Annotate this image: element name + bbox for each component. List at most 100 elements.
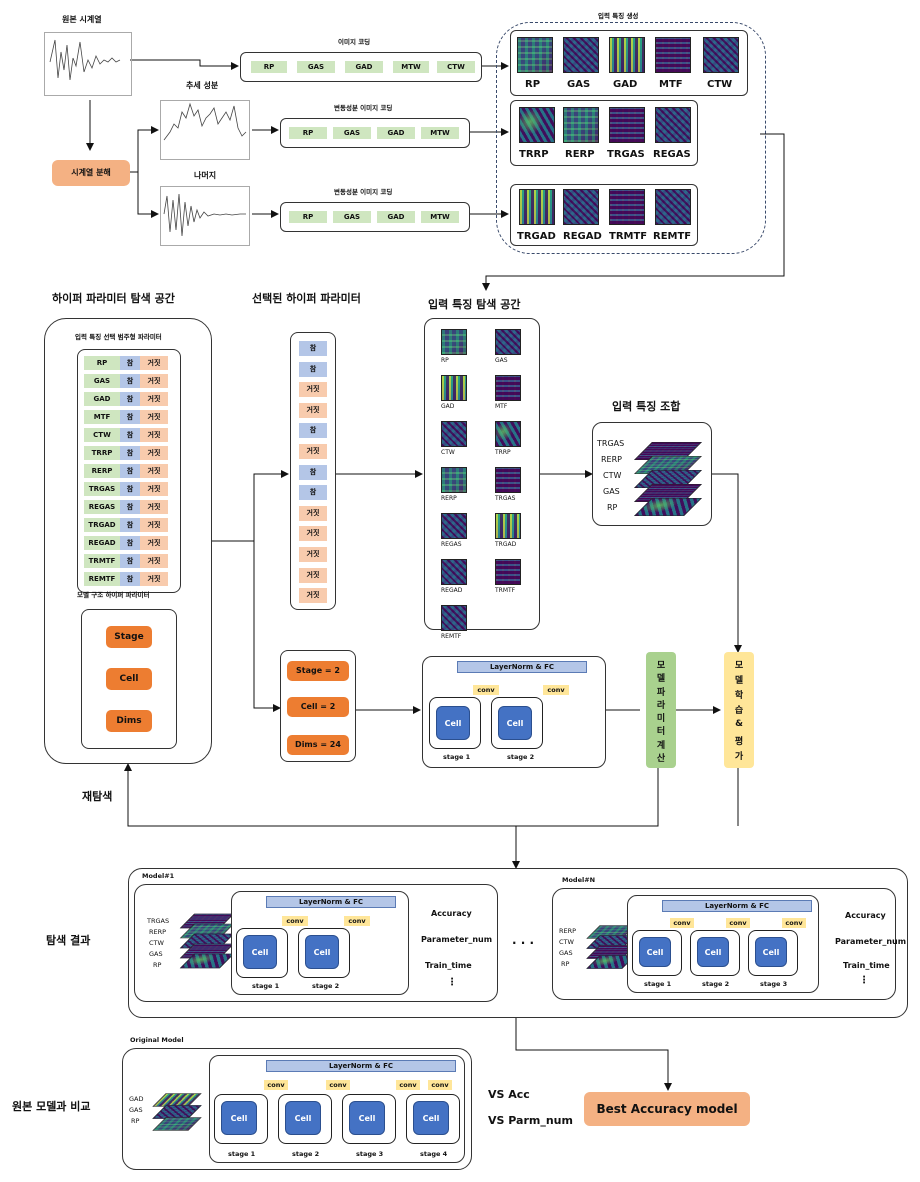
heatmap-regas	[655, 107, 691, 143]
cat-row-false: 거짓	[140, 410, 168, 424]
cat-row-true: 참	[120, 392, 140, 406]
feature-heatmap-label: RP	[441, 357, 449, 364]
selected-model-hp-box: Stage = 2 Cell = 2 Dims = 24	[280, 650, 356, 762]
stage-label: stage 2	[702, 980, 730, 988]
feat-label: RERP	[565, 149, 595, 160]
stage-wrap: Cell	[632, 930, 682, 976]
cat-row-false: 거짓	[140, 428, 168, 442]
residual-label: 나머지	[194, 171, 217, 180]
stage-label: stage 3	[356, 1150, 384, 1158]
feature-heatmap	[441, 605, 467, 631]
feature-combo-title: 입력 특징 조합	[612, 400, 681, 413]
cell-block: Cell	[639, 937, 671, 967]
conv-block: conv	[782, 918, 806, 928]
feat-label: CTW	[149, 939, 164, 947]
heatmap-gas	[563, 37, 599, 73]
feature-heatmap-label: GAS	[495, 357, 508, 364]
selected-value: 거짓	[299, 547, 327, 562]
cat-row-true: 참	[120, 536, 140, 550]
model1-arch: LayerNorm & FC conv conv Cell Cell stage…	[231, 891, 409, 995]
heatmap-remtf	[655, 189, 691, 225]
feature-heatmap-label: RERP	[441, 495, 457, 502]
feat-label: GAD	[613, 79, 638, 90]
cell-block: Cell	[285, 1101, 321, 1135]
feature-space-title: 입력 특징 탐색 공간	[428, 298, 521, 311]
vertical-char: 학	[734, 691, 744, 702]
combo-label: RP	[607, 503, 618, 512]
ellipsis: · · ·	[512, 936, 535, 950]
pill-gad: GAD	[377, 211, 415, 223]
stage-value: Stage = 2	[287, 661, 349, 681]
model-hp-box: Stage Cell Dims	[81, 609, 177, 749]
feature-heatmap	[441, 467, 467, 493]
cat-row-false: 거짓	[140, 554, 168, 568]
selected-value: 참	[299, 464, 327, 480]
feature-heatmap	[495, 375, 521, 401]
results-title: 탐색 결과	[46, 934, 91, 947]
layernorm-fc: LayerNorm & FC	[457, 661, 587, 673]
cell-param: Cell	[106, 668, 152, 690]
stage-label: stage 1	[443, 753, 471, 761]
vertical-char: 라	[656, 700, 666, 711]
cat-row-false: 거짓	[140, 446, 168, 460]
selected-value: 참	[299, 341, 327, 356]
feature-heatmap-label: TRGAD	[495, 541, 517, 548]
metric-time: Train_time	[425, 961, 472, 970]
feat-label: MTF	[659, 79, 683, 90]
vs-param: VS Parm_num	[488, 1114, 573, 1127]
image-coding-label: 이미지 코딩	[338, 38, 371, 46]
combo-label: RERP	[601, 455, 622, 464]
cell-block: Cell	[221, 1101, 257, 1135]
selected-value: 거짓	[299, 588, 327, 604]
heatmap-trgas	[609, 107, 645, 143]
cat-row-name: GAD	[84, 392, 120, 406]
heatmap-trrp	[519, 107, 555, 143]
feature-combo-box: TRGAS RERP CTW GAS RP	[592, 422, 712, 526]
metric-params: Parameter_num	[835, 937, 907, 946]
pill-rp: RP	[251, 61, 287, 73]
feature-heatmap-label: TRGAS	[495, 495, 516, 502]
selected-value: 거짓	[299, 382, 327, 398]
feature-heatmap-label: CTW	[441, 449, 455, 456]
stage-label: stage 3	[760, 980, 788, 988]
cat-row-name: RERP	[84, 464, 120, 478]
stage-wrap: Cell	[278, 1094, 332, 1144]
feat-label: TRGAD	[517, 231, 556, 242]
combo-label: GAS	[603, 487, 620, 496]
cat-row-name: TRGAS	[84, 482, 120, 496]
search-model-box: LayerNorm & FC conv conv Cell Cell stage…	[422, 656, 606, 768]
selected-hp-title: 선택된 하이퍼 파라미터	[252, 292, 361, 305]
stack-layer	[152, 1117, 202, 1131]
feature-heatmap	[495, 329, 521, 355]
pill-rp: RP	[289, 211, 327, 223]
trend-label: 추세 성분	[186, 81, 219, 90]
feat-label: TRRP	[519, 149, 549, 160]
layernorm-fc: LayerNorm & FC	[662, 900, 812, 912]
heatmap-trgad	[519, 189, 555, 225]
model-hp-title: 모델 구조 하이퍼 파라미터	[77, 591, 150, 599]
pill-gad: GAD	[377, 127, 415, 139]
feat-label: TRGAS	[607, 149, 645, 160]
feat-label: REGAS	[653, 149, 691, 160]
vs-acc: VS Acc	[488, 1088, 530, 1101]
stage-label: stage 1	[252, 982, 280, 990]
feature-heatmap-label: REMTF	[441, 633, 462, 640]
feat-label: REGAD	[563, 231, 602, 242]
cat-row-false: 거짓	[140, 374, 168, 388]
vertical-char: 습	[734, 706, 744, 717]
image-coding-row: RP GAS GAD MTW CTW	[240, 52, 482, 82]
metric-accuracy: Accuracy	[431, 909, 472, 918]
vertical-char: &	[735, 718, 743, 729]
feat-label: CTW	[559, 938, 574, 946]
conv-block: conv	[428, 1080, 452, 1090]
feature-heatmap-label: REGAD	[441, 587, 463, 594]
cat-row-true: 참	[120, 464, 140, 478]
metric-time: Train_time	[843, 961, 890, 970]
conv-block: conv	[326, 1080, 350, 1090]
research-label: 재탐색	[82, 790, 113, 803]
modelN-arch: LayerNorm & FC conv conv conv Cell Cell …	[627, 895, 819, 993]
heatmap-mtf	[655, 37, 691, 73]
